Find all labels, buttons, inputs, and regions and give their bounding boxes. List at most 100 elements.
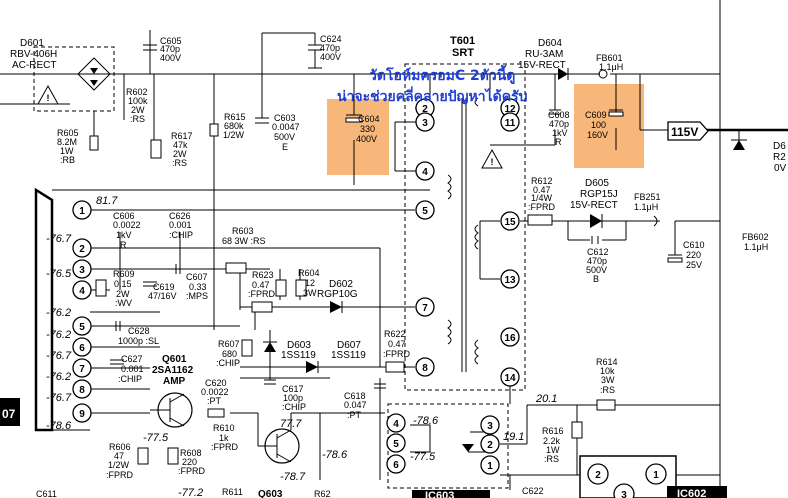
c607-symbol [175, 264, 181, 274]
left-connector [0, 187, 54, 432]
c618-ref: C618 [344, 391, 366, 401]
c618-v2: :PT [347, 410, 362, 420]
r602-ref: R602 [126, 87, 148, 97]
svg-text:5: 5 [79, 322, 85, 333]
c608-v3: R [555, 137, 562, 147]
r615-ref: R615 [224, 112, 246, 122]
t601-pin-15: 15 [500, 211, 520, 231]
fb251-v1: 1.1μH [634, 202, 658, 212]
svg-text:15: 15 [504, 217, 516, 228]
c604-v1: 330 [360, 124, 375, 134]
r606-v2: 1/2W [108, 460, 130, 470]
r609-ref: R609 [113, 269, 135, 279]
t601-pin-4: 4 [415, 161, 435, 181]
t601-pin-11: 11 [500, 112, 520, 132]
r617-ref: R617 [171, 131, 193, 141]
c612-v1: 470p [587, 256, 607, 266]
r605-v2: 1W [60, 146, 74, 156]
d601-ref: D601 [20, 38, 44, 49]
annotation-line-2: น่าจะช่วยคลี่คลายปัญหาได้ครับ [337, 86, 528, 105]
c610-ref: C610 [683, 240, 705, 250]
r622-ref: R622 [384, 329, 406, 339]
d603-part: 1SS119 [281, 350, 316, 361]
c618-symbol [374, 383, 386, 389]
voltage-pin2: -76.7 [46, 233, 72, 245]
c626-v1: 0.001 [169, 220, 192, 230]
r603-ref: R603 [232, 226, 254, 236]
r614-v2: 3W [601, 375, 615, 385]
r611-ref: R611 [222, 487, 243, 497]
t601-core-lines [461, 98, 467, 372]
r602-v2: 2W [131, 105, 145, 115]
c619-symbol [143, 281, 157, 287]
svg-text:6: 6 [79, 343, 85, 354]
r610-ref: R610 [213, 423, 235, 433]
c605-v1: 470p [160, 44, 180, 54]
r622-v1: 0.47 [388, 339, 406, 349]
t601-pin-12: 12 [500, 98, 520, 118]
svg-text:8: 8 [422, 363, 428, 374]
t601-core [404, 63, 526, 391]
c609-highlight [574, 84, 644, 168]
r609-v1: 0.15 [114, 279, 132, 289]
r614-v1: 10k [600, 366, 615, 376]
svg-text:3: 3 [422, 118, 428, 129]
ic603-pin-6: 6 [386, 454, 406, 474]
ic602-pin-3: 3 [613, 483, 635, 498]
c626-v2: :CHIP [169, 230, 193, 240]
r616-v3: :RS [544, 454, 559, 464]
d604-ref: D604 [538, 38, 562, 49]
r604-v2: 3W [303, 288, 317, 298]
output-115v-label: 115V [671, 125, 698, 139]
voltage-pin4: -76.2 [46, 307, 71, 319]
r604-body [295, 279, 307, 297]
r606-ref: R606 [109, 442, 131, 452]
d605-ref: D605 [585, 178, 609, 189]
svg-text:2: 2 [595, 470, 601, 481]
fb251-ref: FB251 [634, 192, 661, 202]
r617-v3: :RS [172, 158, 187, 168]
r623-v2: :FPRD [248, 289, 276, 299]
svg-text:3: 3 [79, 265, 85, 276]
c618-v1: 0.047 [344, 400, 367, 410]
c603-symbol [255, 117, 269, 124]
c606-v2: 1kV [116, 230, 132, 240]
t601-pin-3: 3 [415, 112, 435, 132]
svg-text:7: 7 [422, 303, 428, 314]
voltage-pin7: -76.2 [46, 371, 71, 383]
c609-v2: 160V [587, 130, 608, 140]
c606-ref: C606 [113, 211, 135, 221]
svg-text:3: 3 [487, 421, 493, 432]
c608-v1: 470p [549, 119, 569, 129]
c609-v1: 100 [591, 120, 606, 130]
r623-v1: 0.47 [252, 280, 270, 290]
svg-text:4: 4 [422, 167, 428, 178]
voltage-r62x: -78.6 [322, 449, 348, 461]
svg-text:6: 6 [393, 460, 399, 471]
c622-ref: C622 [522, 486, 544, 496]
svg-text:11: 11 [505, 118, 516, 129]
c609-ref: C609 [585, 110, 607, 120]
c610-v1: 220 [686, 250, 701, 260]
r606-v3: :FPRD [106, 470, 134, 480]
c628-ref: C628 [128, 326, 150, 336]
d605-symbol [590, 214, 683, 263]
svg-text:2: 2 [487, 440, 493, 451]
ic603-internals [410, 424, 490, 453]
left-pin-2: 2 [72, 238, 92, 258]
c603-v2: 500V [274, 132, 295, 142]
r612-v1: 0.47 [533, 185, 551, 195]
c617-ref: C617 [282, 384, 304, 394]
r617-body [150, 139, 162, 159]
q601-type: AMP [163, 376, 186, 387]
r616-ref: R616 [542, 426, 564, 436]
r609-body [95, 279, 107, 297]
r610-v2: :FPRD [211, 442, 239, 452]
ic603-pin-3: 3 [480, 415, 500, 435]
c604-symbol [345, 114, 363, 123]
r612-ref: R612 [531, 176, 553, 186]
r608-ref: R608 [180, 448, 202, 458]
r616-v2: 1W [546, 445, 560, 455]
